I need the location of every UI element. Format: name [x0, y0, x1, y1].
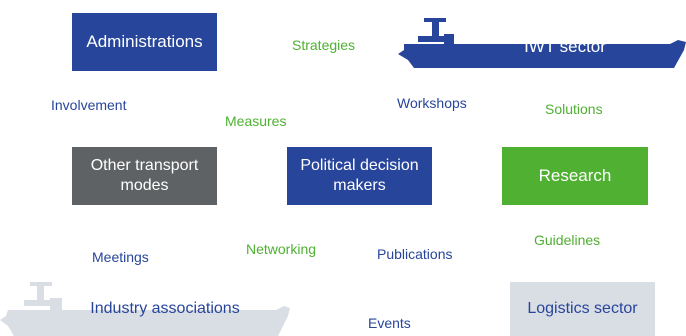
- networking-label: Networking: [246, 241, 317, 257]
- iwt-sector-label: IWT sector: [480, 34, 650, 60]
- publications-label: Publications: [377, 246, 453, 262]
- research-box: Research: [502, 147, 648, 205]
- strategies-label: Strategies: [292, 37, 356, 53]
- logistics-label: Logistics sector: [527, 300, 638, 317]
- industry-associations-label: Industry associations: [60, 296, 270, 322]
- administrations-box: Administrations: [72, 13, 217, 71]
- iwt-sector-text: IWT sector: [524, 37, 606, 56]
- political-label-line2: makers: [333, 177, 386, 194]
- logistics-sector-box: Logistics sector: [510, 282, 655, 336]
- solutions-label: Solutions: [545, 101, 603, 117]
- involvement-label: Involvement: [51, 97, 127, 113]
- measures-label: Measures: [225, 113, 287, 129]
- iwt-sector-ship-icon: [398, 18, 686, 68]
- meetings-label: Meetings: [92, 249, 149, 265]
- other-transport-label-line2: modes: [120, 177, 169, 194]
- political-decision-makers-box: Political decision makers: [287, 147, 432, 205]
- guidelines-label: Guidelines: [534, 232, 601, 248]
- other-transport-modes-box: Other transport modes: [72, 147, 217, 205]
- research-label: Research: [538, 166, 612, 186]
- administrations-label: Administrations: [86, 32, 203, 52]
- industry-associations-ship-icon: [0, 282, 290, 336]
- workshops-label: Workshops: [397, 95, 467, 111]
- industry-associations-text: Industry associations: [90, 300, 240, 317]
- other-transport-label-line1: Other transport: [90, 157, 199, 174]
- political-label-line1: Political decision: [300, 157, 419, 174]
- events-label: Events: [368, 315, 411, 331]
